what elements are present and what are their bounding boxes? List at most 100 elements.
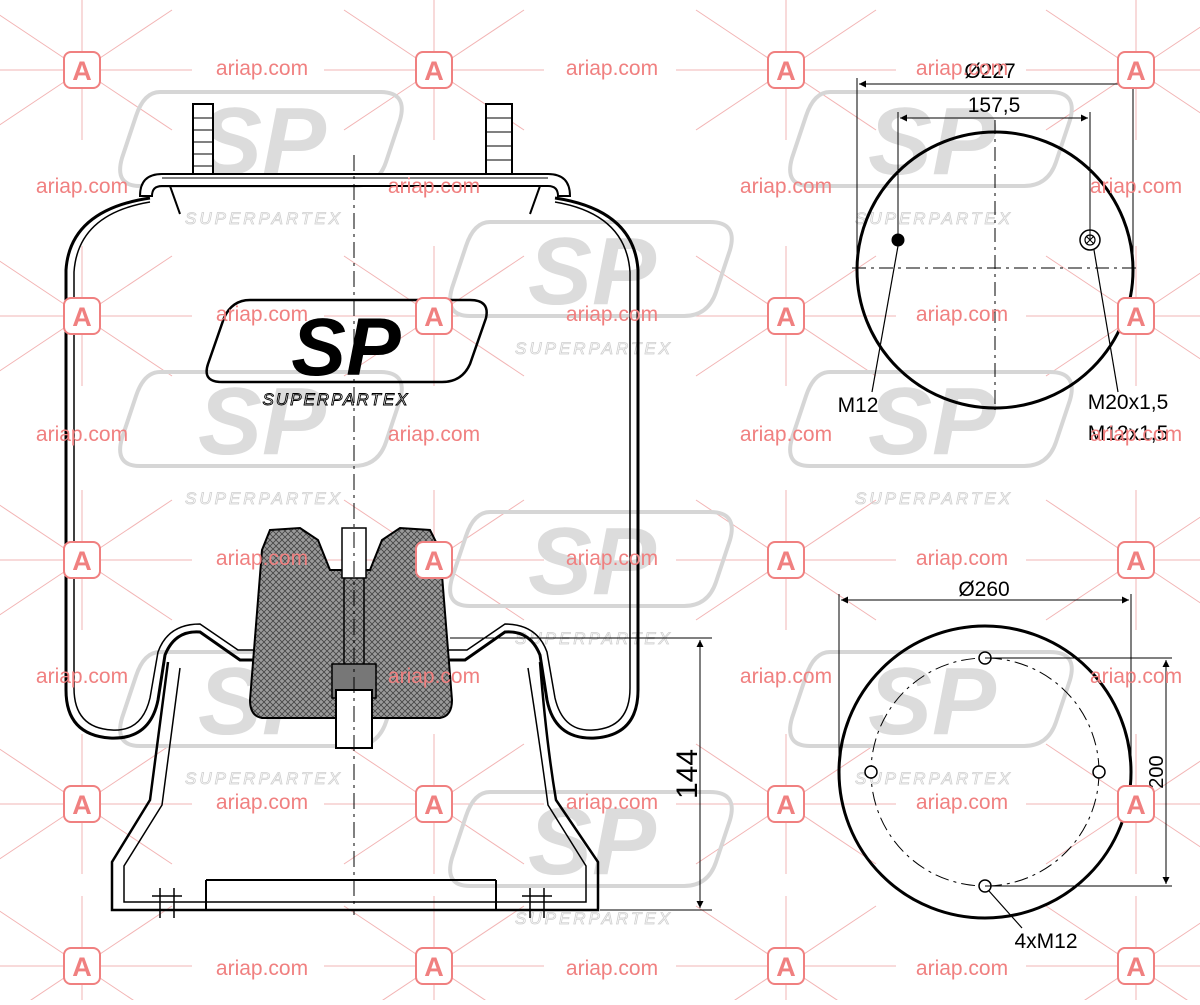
watermark-badge: A bbox=[1117, 541, 1155, 579]
watermark-badge: A bbox=[1117, 785, 1155, 823]
watermark-site-text: ariap.com bbox=[566, 547, 658, 570]
faint-logo-wordmark: SUPERPARTEX bbox=[515, 339, 673, 358]
watermark-badge-letter: A bbox=[72, 952, 92, 982]
bellows-inner bbox=[73, 201, 631, 731]
watermark-site-text: ariap.com bbox=[36, 665, 128, 688]
faint-logo-wordmark: SUPERPARTEX bbox=[185, 769, 343, 788]
top-outer-dia-label: Ø227 bbox=[964, 60, 1015, 83]
watermark-badge: A bbox=[415, 541, 453, 579]
faint-logo-mark: SP bbox=[528, 788, 657, 895]
watermark-badge: A bbox=[1117, 297, 1155, 335]
watermark-badge: A bbox=[767, 785, 805, 823]
watermark-badge-letter: A bbox=[776, 546, 796, 576]
watermark-site-text: ariap.com bbox=[566, 57, 658, 80]
top-view-drawing bbox=[852, 78, 1138, 410]
watermark-badge: A bbox=[1117, 51, 1155, 89]
watermark-site-text: ariap.com bbox=[916, 791, 1008, 814]
watermark-badge-letter: A bbox=[72, 546, 92, 576]
main-logo: SP SUPERPARTEX bbox=[205, 298, 488, 409]
watermark-badge: A bbox=[63, 541, 101, 579]
watermark-site-text: ariap.com bbox=[916, 303, 1008, 326]
watermark-site-text: ariap.com bbox=[740, 175, 832, 198]
faint-logo: SP SUPERPARTEX bbox=[448, 788, 734, 928]
watermark-badge: A bbox=[415, 51, 453, 89]
watermark-site-text: ariap.com bbox=[216, 547, 308, 570]
watermark-site-text: ariap.com bbox=[216, 791, 308, 814]
watermark-site-text: ariap.com bbox=[36, 423, 128, 446]
height-dimension bbox=[450, 637, 712, 911]
faint-logo-mark: SP bbox=[198, 368, 327, 475]
main-logo-wordmark: SUPERPARTEX bbox=[262, 390, 409, 409]
watermark-badge-letter: A bbox=[776, 952, 796, 982]
watermark-badge-letter: A bbox=[1126, 302, 1146, 332]
watermark-badge: A bbox=[63, 297, 101, 335]
watermark-badge-letter: A bbox=[424, 952, 444, 982]
watermark-badge-letter: A bbox=[72, 56, 92, 86]
watermark-badge: A bbox=[767, 947, 805, 985]
watermark-badge-letter: A bbox=[72, 790, 92, 820]
faint-logo-wordmark: SUPERPARTEX bbox=[855, 489, 1013, 508]
bottom-hole-left bbox=[864, 765, 878, 779]
bottom-outer-dia-label: Ø260 bbox=[958, 578, 1009, 601]
bellows-outer bbox=[64, 196, 640, 740]
watermark-badge-letter: A bbox=[776, 56, 796, 86]
faint-logo-wordmark: SUPERPARTEX bbox=[185, 209, 343, 228]
watermark-badge: A bbox=[415, 785, 453, 823]
watermark-site-text: ariap.com bbox=[388, 175, 480, 198]
watermark-badge-letter: A bbox=[424, 546, 444, 576]
watermark-badge-letter: A bbox=[72, 302, 92, 332]
watermark-badge: A bbox=[63, 785, 101, 823]
faint-logo-mark: SP bbox=[868, 368, 997, 475]
faint-logo: SP SUPERPARTEX bbox=[788, 368, 1074, 508]
watermark-site-text: ariap.com bbox=[566, 791, 658, 814]
watermark-badge-letter: A bbox=[1126, 546, 1146, 576]
watermark-site-text: ariap.com bbox=[1090, 175, 1182, 198]
top-plate bbox=[138, 173, 572, 215]
piston-bolts bbox=[152, 888, 552, 918]
faint-logo-mark: SP bbox=[868, 88, 997, 195]
watermark-badges: A A A A A A A A A A A A A A A A A A A A bbox=[63, 51, 1155, 985]
watermark-badge-letter: A bbox=[424, 790, 444, 820]
watermark-badge: A bbox=[415, 297, 453, 335]
watermark-site-text: ariap.com bbox=[1090, 665, 1182, 688]
watermark-site-text: ariap.com bbox=[216, 57, 308, 80]
faint-logo-mark: SP bbox=[528, 508, 657, 615]
faint-logo-mark: SP bbox=[528, 218, 657, 325]
watermark-badge: A bbox=[415, 947, 453, 985]
watermark-site-text: ariap.com bbox=[36, 175, 128, 198]
faint-logo-wordmark: SUPERPARTEX bbox=[515, 909, 673, 928]
height-dim-label: 144 bbox=[671, 749, 704, 799]
watermark-badge-letter: A bbox=[424, 302, 444, 332]
watermark-badge: A bbox=[63, 51, 101, 89]
faint-logo-wordmark: SUPERPARTEX bbox=[855, 209, 1013, 228]
watermark-site-text: ariap.com bbox=[916, 957, 1008, 980]
watermark-site-text: ariap.com bbox=[216, 957, 308, 980]
watermark-texts: ariap.com ariap.com ariap.com ariap.com aria… bbox=[36, 57, 1182, 980]
watermark-badge: A bbox=[63, 947, 101, 985]
watermark-badge-letter: A bbox=[1126, 952, 1146, 982]
watermark-badge-letter: A bbox=[424, 56, 444, 86]
faint-logo: SP SUPERPARTEX bbox=[788, 88, 1074, 228]
piston-outline bbox=[110, 661, 600, 912]
bump-stop bbox=[248, 526, 454, 719]
watermark-badge: A bbox=[767, 541, 805, 579]
watermark-badge-letter: A bbox=[1126, 56, 1146, 86]
watermark-site-text: ariap.com bbox=[388, 423, 480, 446]
side-view-drawing bbox=[64, 103, 712, 918]
piston-inner bbox=[123, 667, 587, 903]
watermark-site-text: ariap.com bbox=[1090, 423, 1182, 446]
watermark-site-text: ariap.com bbox=[216, 303, 308, 326]
watermark-badge-letter: A bbox=[1126, 790, 1146, 820]
faint-logo: SP SUPERPARTEX bbox=[448, 218, 734, 358]
watermark-badge: A bbox=[767, 51, 805, 89]
bottom-view-drawing bbox=[837, 594, 1172, 929]
watermark-badge: A bbox=[767, 297, 805, 335]
watermark-badge-letter: A bbox=[776, 302, 796, 332]
bottom-hole-right bbox=[1092, 765, 1106, 779]
